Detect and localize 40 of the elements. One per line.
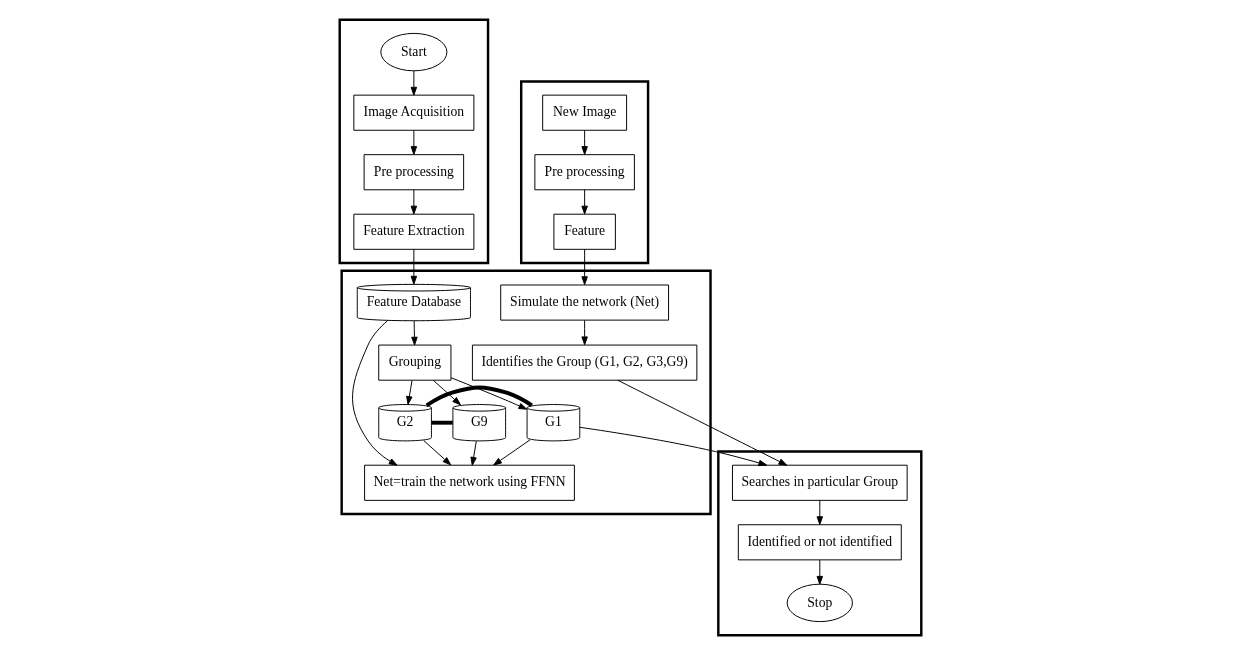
node-box: Searches in particular Group [731,464,908,501]
arrow [422,440,451,466]
connector [425,385,533,408]
node-ellipse: Start [379,32,447,72]
arrow [450,377,527,410]
node-box: Image Acquisition [352,94,474,131]
node-box: Feature [552,213,616,250]
node-box: Pre processing [533,154,635,191]
arrow [578,426,767,467]
arrow [410,189,417,215]
cluster [338,18,489,265]
connector [430,420,453,425]
arrow [410,70,417,96]
arrow [469,440,477,466]
cluster [716,450,922,637]
node-box: Identified or not identified [737,524,902,561]
arrow [580,129,588,155]
arrow [410,129,417,155]
arrow [816,559,823,585]
arrow [405,379,412,405]
arrow [351,320,398,466]
node-box: Simulate the network (Net) [499,284,669,321]
node-box: Feature Extraction [352,213,474,250]
node-box: Pre processing [363,154,464,191]
arrow [410,320,418,346]
node-box: Identifies the Group (G1, G2, G3,G9) [471,344,697,381]
node-box: New Image [541,94,627,131]
arrow [410,248,417,285]
arrow [492,439,530,466]
arrow [616,379,787,466]
node-box: Grouping [377,344,451,381]
cluster [519,80,649,265]
node-box: Net=train the network using FFNN [363,464,575,501]
arrow [816,499,823,525]
arrow [432,379,461,406]
node-ellipse: Stop [786,583,853,623]
arrow [580,319,588,346]
arrow [580,189,588,215]
cluster [339,269,712,516]
arrow [580,248,588,286]
